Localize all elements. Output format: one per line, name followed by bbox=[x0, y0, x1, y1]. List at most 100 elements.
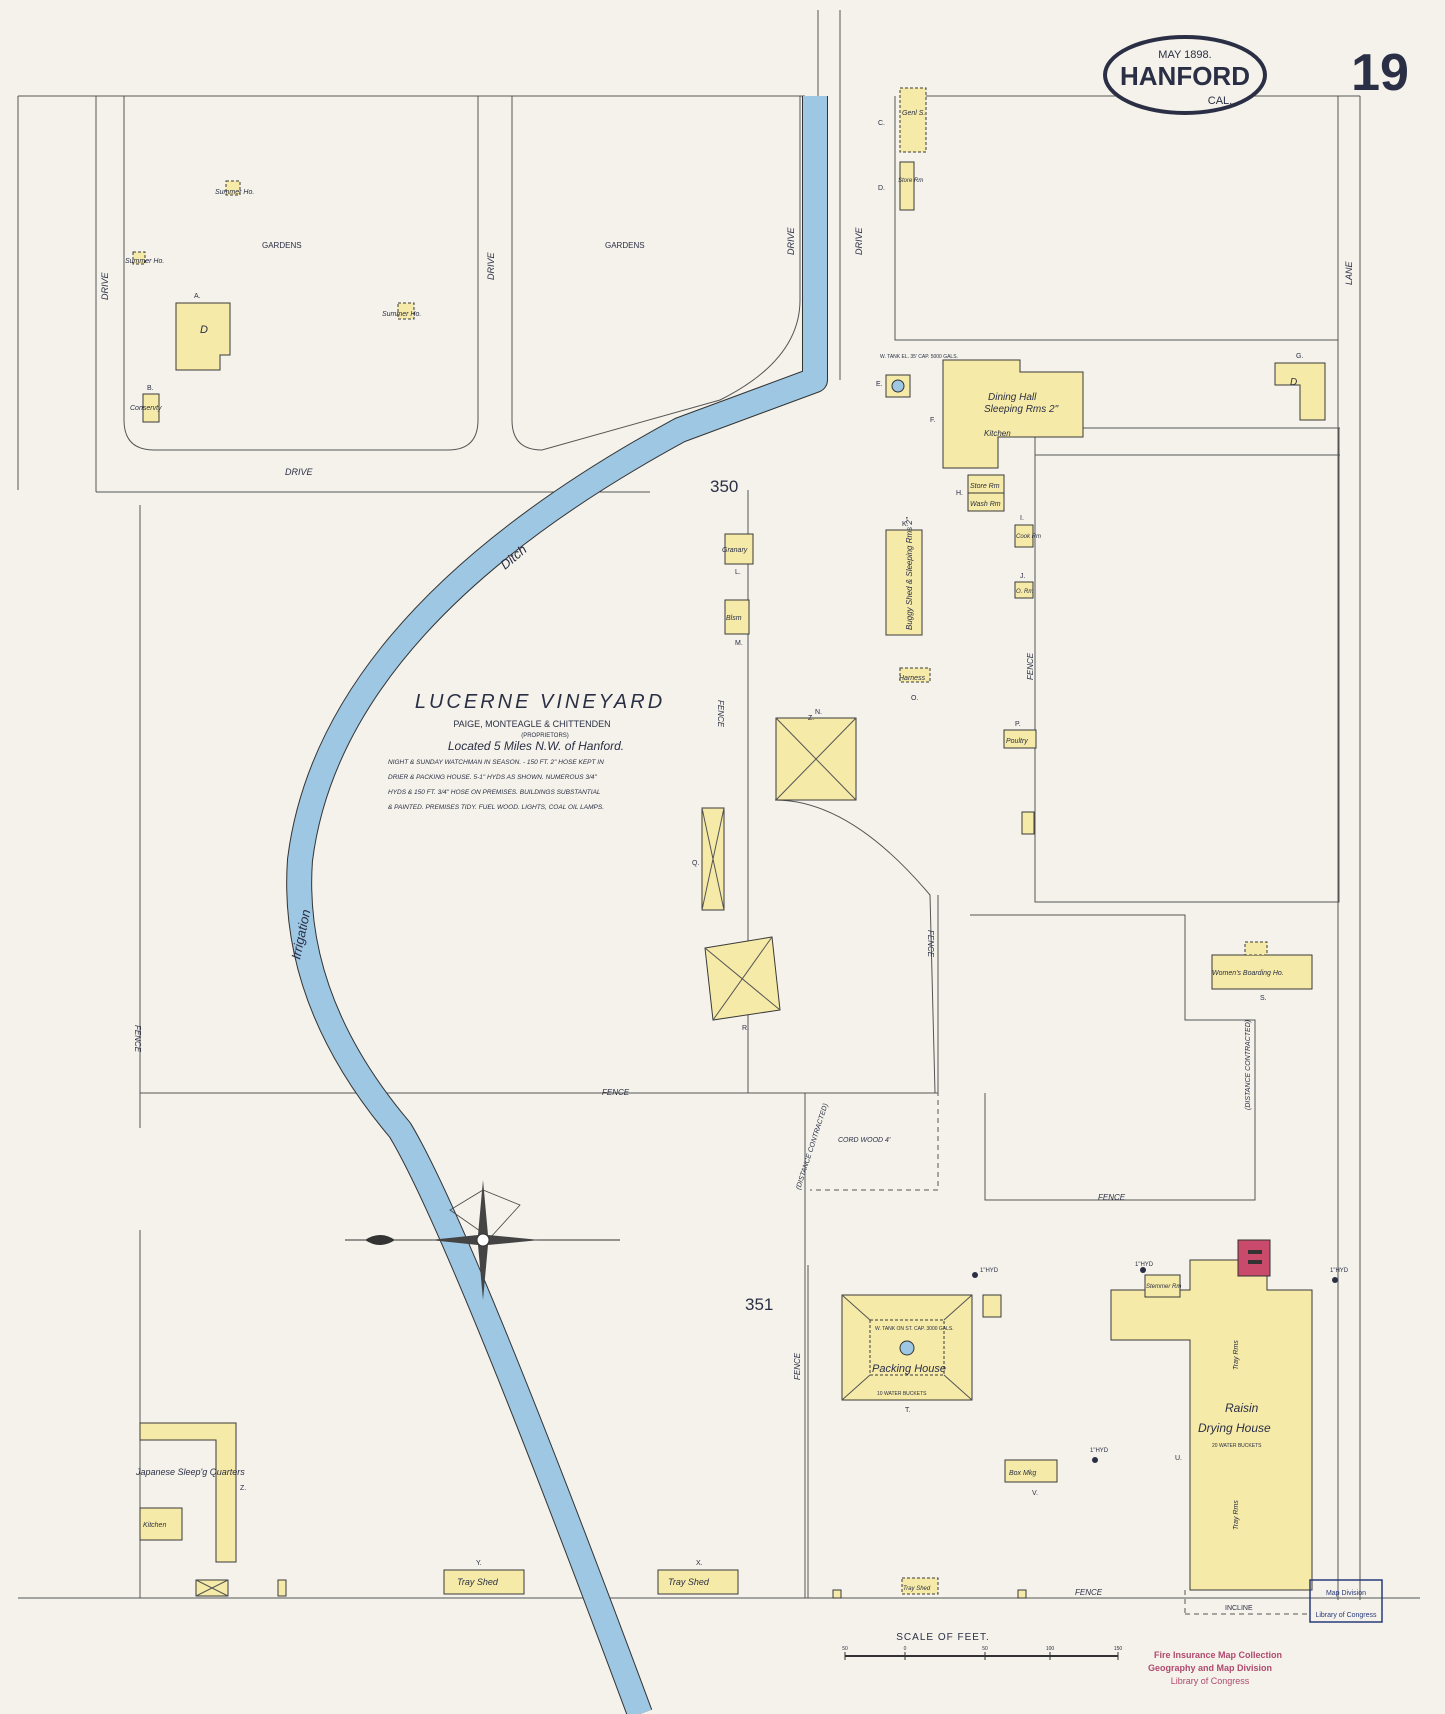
library-stamps: Map Division Library of Congress Fire In… bbox=[1148, 1579, 1383, 1686]
collection-stamp-3: Library of Congress bbox=[1171, 1676, 1250, 1686]
letter-y: Y. bbox=[476, 1560, 482, 1567]
genl-s: Genl S. bbox=[902, 110, 925, 117]
header-cartouche: MAY 1898. HANFORD CAL. 19 bbox=[1103, 35, 1409, 115]
scale-tick-7: 100 bbox=[1046, 1646, 1055, 1652]
fence-label-e: FENCE bbox=[133, 1025, 142, 1053]
proprietors-note: (PROPRIETORS) bbox=[521, 733, 569, 739]
japanese-quarters: Japanese Sleep'g Quarters bbox=[135, 1467, 245, 1477]
fence-label-b: FENCE bbox=[1098, 1193, 1126, 1202]
map-division-stamp: Map Division bbox=[1326, 1590, 1366, 1597]
scale-bar: SCALE OF FEET. 50 0 50 100 150 bbox=[842, 1632, 1122, 1660]
fence-label-g: FENCE bbox=[926, 930, 935, 958]
letter-j: J. bbox=[1020, 573, 1026, 580]
letter-h: H. bbox=[956, 490, 963, 497]
drive-label-right: DRIVE bbox=[786, 226, 796, 255]
letter-s: S. bbox=[1260, 995, 1267, 1002]
fence-label-a: FENCE bbox=[602, 1088, 630, 1097]
scale-tick-8: 150 bbox=[1114, 1646, 1123, 1652]
letter-k: K. bbox=[902, 521, 909, 528]
fence-label-f: FENCE bbox=[716, 700, 725, 728]
summer-ho-c: Summer Ho. bbox=[382, 311, 421, 318]
kitchen-f: Kitchen bbox=[984, 429, 1011, 438]
garden-blocks bbox=[123, 96, 1340, 1201]
scale-title: SCALE OF FEET. bbox=[896, 1632, 989, 1643]
fence-label-h: FENCE bbox=[793, 1352, 802, 1380]
letter-q: Q. bbox=[692, 860, 699, 867]
scale-tick-6: 50 bbox=[982, 1646, 988, 1652]
letter-b: B. bbox=[147, 385, 154, 392]
header-state: CAL. bbox=[1208, 95, 1232, 107]
tray-shed-x: Tray Shed bbox=[668, 1577, 710, 1587]
wash-rm: Wash Rm bbox=[970, 501, 1001, 508]
drive-label-bottom: DRIVE bbox=[285, 467, 314, 477]
conservatory: Conservty bbox=[130, 405, 162, 412]
stemmer-rm: Stemmer Rm bbox=[1146, 1284, 1181, 1290]
letter-r: R. bbox=[742, 1025, 749, 1032]
letter-e: E. bbox=[876, 381, 883, 388]
letter-u: U. bbox=[1175, 1455, 1182, 1462]
packing-buckets: 10 WATER BUCKETS bbox=[877, 1391, 927, 1397]
header-date: MAY 1898. bbox=[1158, 49, 1211, 61]
scale-tick-0: 50 bbox=[842, 1646, 848, 1652]
header-city: HANFORD bbox=[1120, 61, 1250, 91]
tray-rms-a: Tray Rms bbox=[1233, 1340, 1240, 1370]
drive-label-left: DRIVE bbox=[100, 271, 110, 300]
letter-z-top: Z. bbox=[808, 715, 814, 722]
scale-tick-5: 0 bbox=[904, 1646, 907, 1652]
sleeping-rms: Sleeping Rms 2" bbox=[984, 404, 1059, 415]
packing-house: Packing House bbox=[872, 1363, 946, 1375]
proprietors: PAIGE, MONTEAGLE & CHITTENDEN bbox=[453, 719, 610, 729]
granary: Granary bbox=[722, 547, 748, 554]
summer-ho-b: Summer Ho. bbox=[125, 258, 164, 265]
packing-tank: W. TANK ON ST. CAP. 3000 GALS. bbox=[875, 1326, 954, 1332]
dwelling-g: D bbox=[1290, 377, 1297, 388]
kitchen-z: Kitchen bbox=[143, 1522, 166, 1529]
womens-boarding: Women's Boarding Ho. bbox=[1212, 970, 1284, 977]
tank-e-label: W. TANK EL. 35' CAP. 5000 GALS. bbox=[880, 354, 958, 360]
cord-wood-label: CORD WOOD 4' bbox=[838, 1137, 891, 1144]
letter-x: X. bbox=[696, 1560, 703, 1567]
residence-group: Summer Ho. Summer Ho. Summer Ho. D A. Co… bbox=[125, 180, 421, 423]
sheet-number: 19 bbox=[1351, 44, 1409, 102]
raisin-drying-1: Raisin bbox=[1225, 1401, 1259, 1415]
letter-t: T. bbox=[905, 1407, 911, 1414]
store-rm-h: Store Rm bbox=[970, 483, 1000, 490]
distance-label-b: (DISTANCE CONTRACTED) bbox=[1245, 1020, 1252, 1110]
title-block: LUCERNE VINEYARD PAIGE, MONTEAGLE & CHIT… bbox=[388, 691, 665, 811]
hydrant-label-3: 1"HYD bbox=[1330, 1268, 1349, 1274]
summer-ho-a: Summer Ho. bbox=[215, 189, 254, 196]
letter-c: C. bbox=[878, 120, 885, 127]
dining-hall: Dining Hall bbox=[988, 392, 1037, 403]
raisin-buckets: 20 WATER BUCKETS bbox=[1212, 1443, 1262, 1449]
letter-f: F. bbox=[930, 417, 936, 424]
letter-v: V. bbox=[1032, 1490, 1038, 1497]
dwelling-a: D bbox=[200, 324, 208, 336]
fence-label-d: FENCE bbox=[1026, 652, 1035, 680]
hydrant-label-1: 1"HYD bbox=[980, 1268, 999, 1274]
block-350: 350 bbox=[710, 477, 738, 496]
incline-label: INCLINE bbox=[1225, 1605, 1253, 1612]
raisin-drying-2: Drying House bbox=[1198, 1421, 1271, 1435]
cook-rm: Cook Rm bbox=[1016, 534, 1041, 540]
letter-m: M. bbox=[735, 640, 743, 647]
box-mkg: Box Mkg bbox=[1009, 1470, 1036, 1477]
vineyard-title: LUCERNE VINEYARD bbox=[415, 691, 665, 713]
blsm: Blsm bbox=[726, 615, 742, 622]
tray-shed-y: Tray Shed bbox=[457, 1577, 499, 1587]
fence-label-c: FENCE bbox=[1075, 1588, 1103, 1597]
letter-l: L. bbox=[735, 569, 741, 576]
block-351: 351 bbox=[745, 1295, 773, 1314]
collection-stamp-1: Fire Insurance Map Collection bbox=[1154, 1650, 1282, 1660]
note-2: DRIER & PACKING HOUSE. 5-1" HYDS AS SHOW… bbox=[388, 774, 597, 781]
store-rm-d: Store Rm bbox=[898, 178, 923, 184]
letter-g: G. bbox=[1296, 353, 1303, 360]
letter-n: N. bbox=[815, 709, 822, 716]
letter-z: Z. bbox=[240, 1485, 246, 1492]
block-350-buildings: Store Rm Wash Rm H. Cook Rm I. O. Rm J. … bbox=[692, 474, 1313, 1032]
letter-d: D. bbox=[878, 185, 885, 192]
collection-stamp-2: Geography and Map Division bbox=[1148, 1663, 1272, 1673]
irrigation-ditch: Ditch Irrigation bbox=[286, 96, 828, 1714]
upper-right-buildings: Genl S. C. Store Rm D. E. W. TANK EL. 35… bbox=[876, 87, 1326, 469]
letter-p: P. bbox=[1015, 721, 1021, 728]
